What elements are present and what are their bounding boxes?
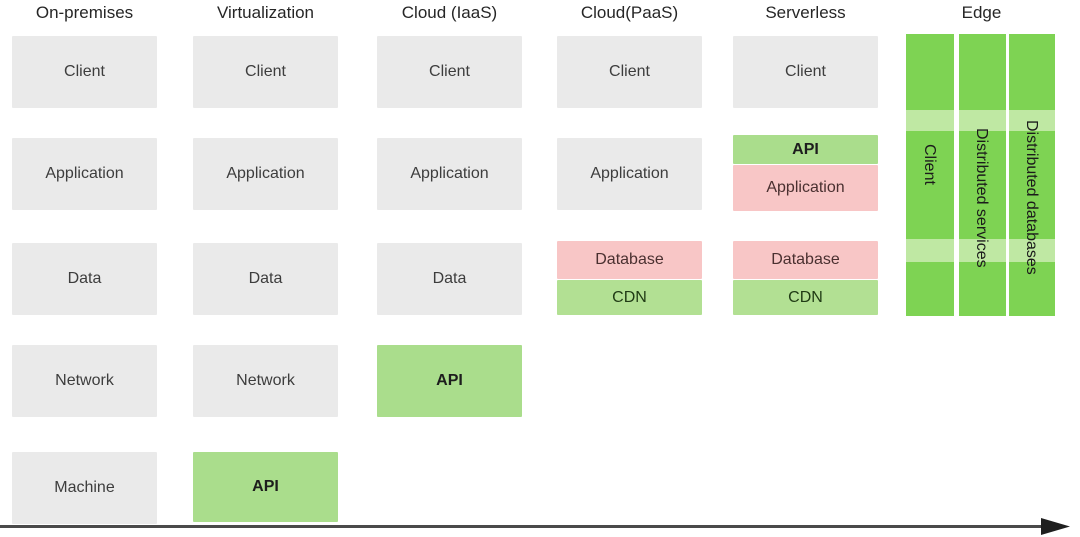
block-cloud-paas-cdn: CDN	[557, 280, 702, 315]
block-edge-distributed-databases	[1009, 34, 1055, 316]
block-virtualization-client: Client	[193, 36, 338, 108]
block-cloud-paas-client: Client	[557, 36, 702, 108]
block-virtualization-api: API	[193, 452, 338, 522]
block-on-premises-application: Application	[12, 138, 157, 210]
block-cloud-iaas-client: Client	[377, 36, 522, 108]
block-cloud-iaas-data: Data	[377, 243, 522, 315]
block-serverless-cdn: CDN	[733, 280, 878, 315]
block-on-premises-network: Network	[12, 345, 157, 417]
block-edge-distributed-databases-label: Distributed databases	[1023, 120, 1040, 275]
block-virtualization-application: Application	[193, 138, 338, 210]
column-header-edge: Edge	[961, 3, 1002, 22]
column-header-virtualization: Virtualization	[216, 3, 315, 22]
block-virtualization-data: Data	[193, 243, 338, 315]
block-on-premises-data: Data	[12, 243, 157, 315]
column-header-on-premises: On-premises	[35, 3, 134, 22]
block-edge-client	[906, 34, 954, 316]
block-edge-distributed-services	[959, 34, 1006, 316]
column-header-serverless: Serverless	[765, 3, 846, 22]
block-on-premises-client: Client	[12, 36, 157, 108]
edge-gap-2	[1006, 34, 1009, 316]
block-serverless-database: Database	[733, 241, 878, 279]
block-cloud-paas-application: Application	[557, 138, 702, 210]
block-edge-client-label: Client	[921, 144, 938, 185]
column-header-cloud-paas: Cloud(PaaS)	[580, 3, 679, 22]
block-serverless-client: Client	[733, 36, 878, 108]
block-cloud-iaas-api: API	[377, 345, 522, 417]
column-header-cloud-iaas: Cloud (IaaS)	[401, 3, 498, 22]
edge-gap-1	[954, 34, 959, 316]
block-virtualization-network: Network	[193, 345, 338, 417]
block-serverless-application: Application	[733, 165, 878, 211]
block-serverless-api: API	[733, 135, 878, 164]
block-cloud-iaas-application: Application	[377, 138, 522, 210]
block-on-premises-machine: Machine	[12, 452, 157, 524]
block-cloud-paas-database: Database	[557, 241, 702, 279]
evolution-arrow	[0, 518, 1070, 535]
block-edge-distributed-services-label: Distributed services	[973, 128, 990, 268]
